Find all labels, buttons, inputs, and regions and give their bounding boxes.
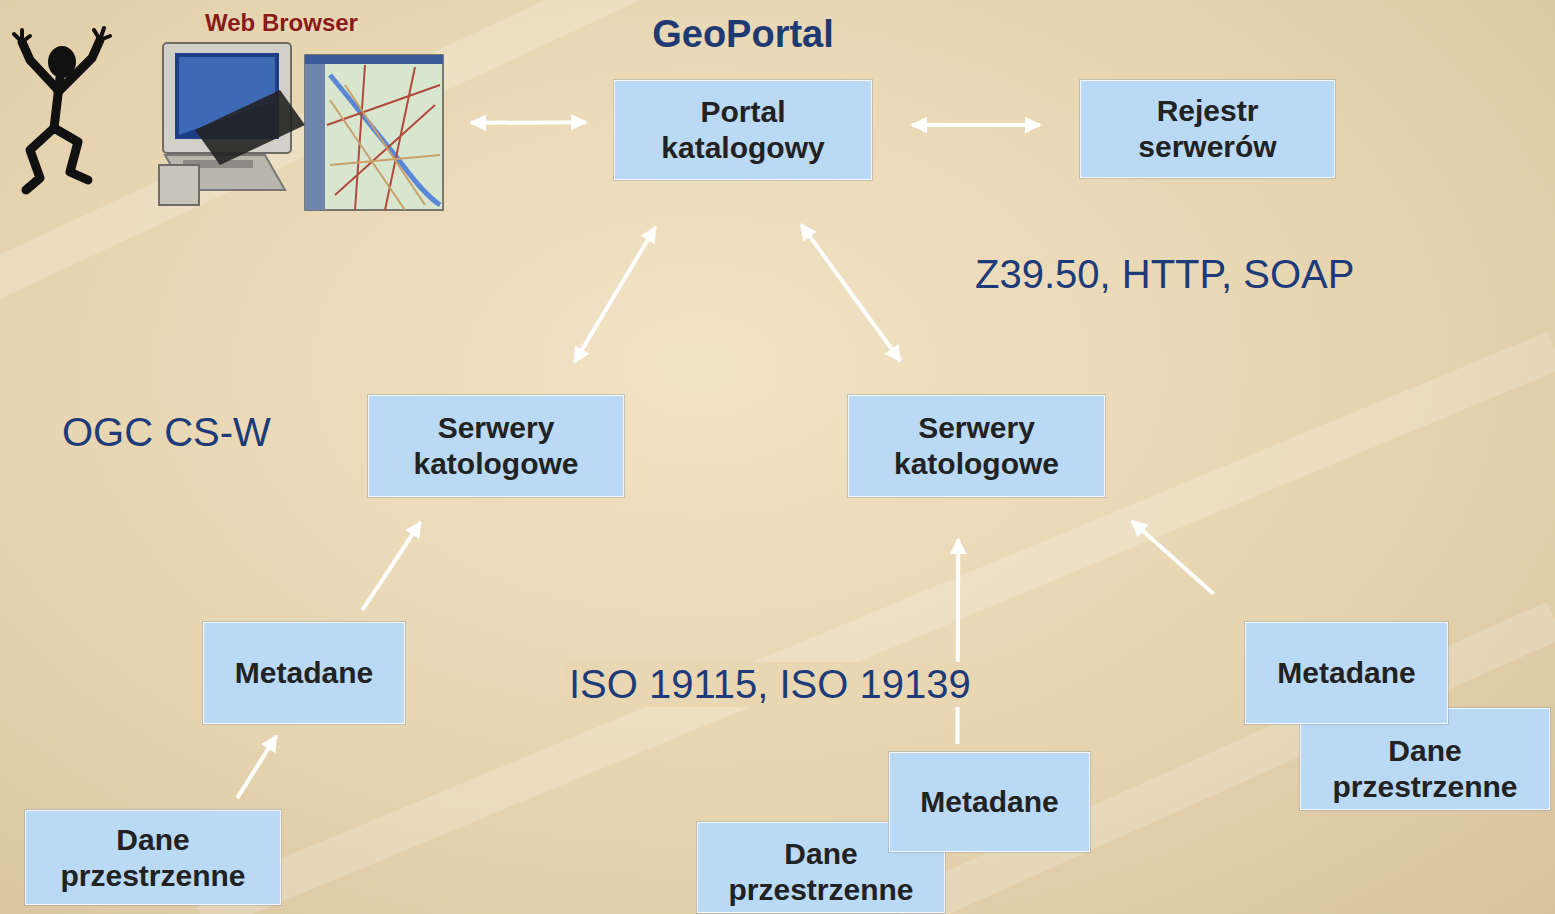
connector-arrow (955, 539, 960, 744)
connector-arrow (912, 123, 1040, 127)
stick-figure (14, 28, 110, 190)
registry-box: Rejestr serwerów (1080, 80, 1335, 178)
box-text: Dane przestrzenne (1309, 733, 1541, 805)
catalog-server-box: Serwery katologowe (368, 395, 624, 497)
portal-box: GeoPortalPortal katalogowy (600, 10, 886, 181)
connector-arrow (1132, 521, 1214, 594)
browser-caption: Web Browser (205, 9, 358, 37)
box-text: Metadane (1277, 655, 1415, 691)
box-text: Rejestr serwerów (1089, 93, 1326, 165)
spatial-data-box: Dane przestrzenne (25, 810, 281, 905)
standard-label: ISO 19115, ISO 19139 (565, 662, 975, 707)
computer-illustration (155, 5, 447, 212)
metadata-box: Metadane (889, 752, 1090, 852)
connector-arrow (801, 224, 900, 361)
box-text: Serwery katologowe (857, 410, 1096, 482)
box-text: Metadane (235, 655, 373, 691)
metadata-box: Metadane (203, 622, 405, 724)
metadata-box: Metadane (1245, 622, 1448, 724)
box-text: Serwery katologowe (377, 410, 615, 482)
connector-arrow (574, 227, 655, 362)
protocol-label: Z39.50, HTTP, SOAP (975, 252, 1354, 297)
connector-arrow (471, 120, 586, 125)
catalog-server-box: Serwery katologowe (848, 395, 1105, 497)
box-text: Portal katalogowy (623, 94, 863, 166)
connector-arrow (237, 736, 276, 798)
connector-arrow (362, 522, 420, 610)
portal-title: GeoPortal (600, 10, 886, 58)
web-browser: Web Browser (155, 5, 447, 212)
portal-box: Portal katalogowy (614, 80, 872, 180)
standard-label: OGC CS-W (62, 410, 271, 455)
box-text: Metadane (920, 784, 1058, 820)
box-text: Dane przestrzenne (34, 822, 272, 894)
